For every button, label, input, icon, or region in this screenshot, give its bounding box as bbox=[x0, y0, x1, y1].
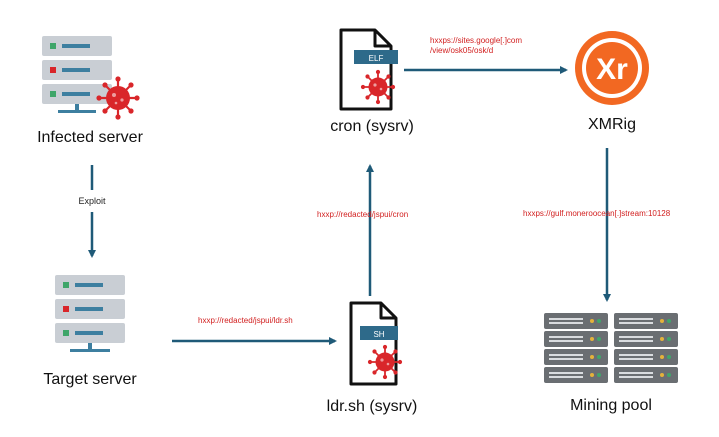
virus-icon bbox=[96, 76, 140, 120]
xmrig-logo-text: Xr bbox=[596, 53, 628, 86]
ldr-label: ldr.sh (sysrv) bbox=[326, 398, 418, 415]
to-cron-url: hxxp://redacted/jspui/cron bbox=[317, 210, 409, 219]
to-xmrig-url-line2: /view/osk05/osk/d bbox=[430, 46, 494, 55]
infected-server-icon bbox=[42, 36, 112, 113]
target-server-label: Target server bbox=[43, 371, 137, 388]
cron-file-tag: ELF bbox=[369, 54, 384, 63]
to-xmrig-url-line1: hxxps://sites.google[.]com bbox=[430, 36, 523, 45]
virus-icon bbox=[367, 344, 403, 380]
mining-pool-label: Mining pool bbox=[570, 397, 652, 414]
rack-right bbox=[614, 313, 678, 383]
ldr-file-tag: SH bbox=[373, 330, 384, 339]
to-pool-url: hxxps://gulf.moneroocean[.]stream:10128 bbox=[523, 209, 671, 218]
to-ldr-url: hxxp://redacted/jspui/ldr.sh bbox=[198, 316, 293, 325]
rack-left bbox=[544, 313, 608, 383]
xmrig-label: XMRig bbox=[587, 116, 636, 133]
xmrig-logo-icon bbox=[575, 31, 649, 105]
cron-label: cron (sysrv) bbox=[330, 118, 414, 135]
exploit-label: Exploit bbox=[78, 196, 106, 206]
target-server-icon bbox=[55, 275, 125, 352]
virus-icon bbox=[360, 69, 396, 105]
mining-pool-icon bbox=[544, 313, 678, 383]
infected-server-label: Infected server bbox=[37, 129, 143, 146]
